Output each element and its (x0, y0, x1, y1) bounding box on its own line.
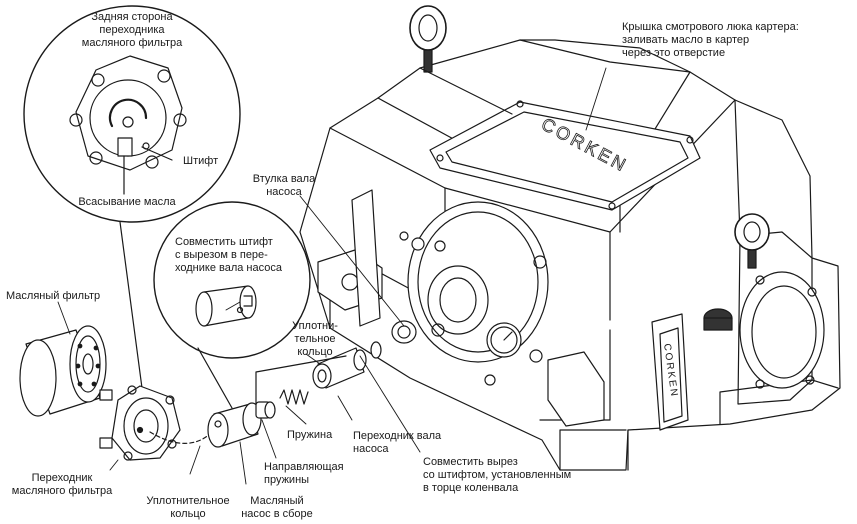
crankcase-cover-label: Крышка смотрового люка картера: заливать… (622, 21, 799, 59)
filter-adapter-part (99, 385, 181, 461)
oil-suction-label: Всасывание масла (78, 196, 176, 208)
compressor-body (299, 5, 841, 471)
o-ring-top-label: Уплотни- тельное кольцо (292, 320, 338, 358)
shaft-adapter-label: Переходник вала насоса (353, 430, 442, 455)
oil-filter-label: Масляный фильтр (6, 290, 101, 302)
o-ring-part (370, 341, 382, 359)
inset-filter-adapter-back (23, 5, 241, 223)
spring-guide-part (255, 401, 276, 419)
filter-adapter-label: Переходник масляного фильтра (11, 472, 113, 497)
pin-label: Штифт (183, 155, 219, 167)
spring-guide-label: Направляющая пружины (264, 461, 344, 486)
leader-lines (57, 67, 607, 485)
pump-bushing-label: Втулка вала насоса (252, 173, 316, 198)
oil-filter (19, 325, 107, 417)
oil-pump-assembly-part (207, 402, 262, 448)
inset-pump-pin-alignment (153, 201, 311, 359)
spring-part (279, 389, 309, 405)
shaft-adapter-part (312, 347, 367, 389)
inset-title-label: Задняя сторона переходника масляного фил… (81, 11, 183, 49)
o-ring-bottom-label: Уплотнительное кольцо (146, 495, 230, 520)
align-pin-note-label: Совместить штифт с вырезом в пере- ходни… (175, 236, 282, 274)
align-notch-label: Совместить вырез со штифтом, установленн… (423, 456, 572, 494)
spring-label: Пружина (287, 429, 333, 441)
pump-assembly-label: Масляный насос в сборе (241, 495, 313, 520)
